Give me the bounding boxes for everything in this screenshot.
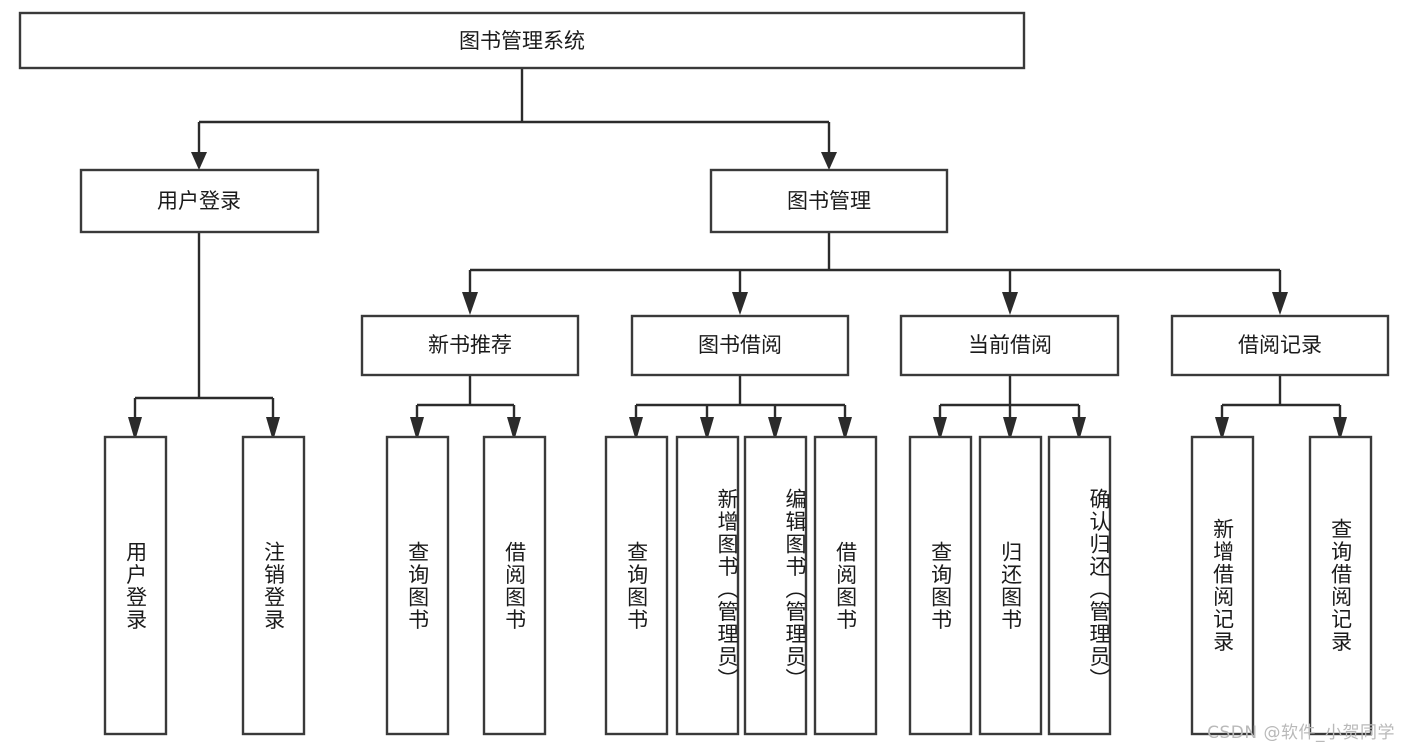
watermark-text: CSDN @软件_小贺同学 xyxy=(1207,723,1395,743)
leaf-label-user-login-0: 用户登录 xyxy=(123,540,148,631)
arrowhead-book-borrow-leaf4 xyxy=(838,417,852,441)
leaf-box-current-borrow-1[interactable] xyxy=(978,435,1043,736)
arrowhead-current-borrow xyxy=(1002,292,1018,315)
node-borrow-record[interactable]: 借阅记录 xyxy=(1170,314,1390,377)
node-user-login-label: 用户登录 xyxy=(157,189,241,213)
leaf-label-book-borrow-1: 新增图书（管理员） xyxy=(715,488,739,691)
leaf-label-borrow-record-1: 查询借阅记录 xyxy=(1328,518,1353,653)
arrowhead-current-borrow-leaf2 xyxy=(1003,417,1017,441)
node-current-borrow-label: 当前借阅 xyxy=(968,333,1052,357)
arrowhead-new-book xyxy=(462,292,478,315)
leaf-box-borrow-record-1[interactable] xyxy=(1308,435,1373,736)
connector-group-book-mgmt xyxy=(462,232,1288,315)
node-user-login-box[interactable] xyxy=(79,168,320,234)
leaf-label-book-borrow-2: 编辑图书（管理员） xyxy=(783,488,807,691)
leaf-box-book-borrow-3[interactable] xyxy=(813,435,878,736)
leaf-box-current-borrow-0[interactable] xyxy=(908,435,973,736)
arrowhead-book-borrow-leaf3 xyxy=(768,417,782,441)
arrowhead-book-borrow-leaf1 xyxy=(629,417,643,441)
arrowhead-borrow-record-leaf2 xyxy=(1333,417,1347,441)
arrowhead-user-login-leaf2 xyxy=(266,417,280,441)
node-borrow-record-box[interactable] xyxy=(1170,314,1390,377)
leaf-label-current-borrow-0: 查询图书 xyxy=(928,540,953,631)
arrowhead-new-book-leaf2 xyxy=(507,417,521,441)
leaf-box-new-book-1[interactable] xyxy=(482,435,547,736)
arrowhead-user-login-leaf1 xyxy=(128,417,142,441)
arrowhead-book-mgmt xyxy=(821,152,837,170)
node-root-box[interactable] xyxy=(18,11,1026,70)
arrowhead-current-borrow-leaf1 xyxy=(933,417,947,441)
node-book-borrow-label: 图书借阅 xyxy=(698,333,782,357)
leaf-label-borrow-record-0: 新增借阅记录 xyxy=(1210,518,1235,653)
node-user-login[interactable]: 用户登录 xyxy=(79,168,320,234)
arrowhead-user-login xyxy=(191,152,207,170)
leaf-box-book-borrow-2[interactable] xyxy=(743,435,808,736)
connector-group-user-login xyxy=(128,232,280,441)
node-borrow-record-label: 借阅记录 xyxy=(1238,333,1322,357)
node-current-borrow[interactable]: 当前借阅 xyxy=(899,314,1120,377)
connector-group-root xyxy=(191,68,837,170)
node-new-book-recommend-box[interactable] xyxy=(360,314,580,377)
leaf-box-user-login-1[interactable] xyxy=(241,435,306,736)
arrowhead-borrow-record-leaf1 xyxy=(1215,417,1229,441)
leaf-label-book-borrow-0: 查询图书 xyxy=(624,540,649,631)
leaf-label-user-login-1: 注销登录 xyxy=(261,540,286,631)
leaf-box-user-login-0[interactable] xyxy=(103,435,168,736)
connector-group-current-borrow xyxy=(933,375,1086,441)
node-book-mgmt-box[interactable] xyxy=(709,168,949,234)
leaf-box-book-borrow-1[interactable] xyxy=(675,435,740,736)
leaf-label-new-book-1: 借阅图书 xyxy=(502,540,527,631)
leaf-boxes-borrow-record xyxy=(1190,435,1373,736)
node-book-mgmt[interactable]: 图书管理 xyxy=(709,168,949,234)
arrowhead-new-book-leaf1 xyxy=(410,417,424,441)
node-current-borrow-box[interactable] xyxy=(899,314,1120,377)
leaf-box-new-book-0[interactable] xyxy=(385,435,450,736)
leaf-label-current-borrow-1: 归还图书 xyxy=(998,540,1023,631)
connector-group-borrow-record xyxy=(1215,375,1347,441)
leaf-label-book-borrow-3: 借阅图书 xyxy=(833,540,858,631)
arrowhead-book-borrow-leaf2 xyxy=(700,417,714,441)
node-root[interactable]: 图书管理系统 xyxy=(18,11,1026,70)
node-new-book-recommend-label: 新书推荐 xyxy=(428,333,512,357)
leaf-boxes-book-borrow xyxy=(604,435,878,736)
arrowhead-borrow-record xyxy=(1272,292,1288,315)
arrowhead-current-borrow-leaf3 xyxy=(1072,417,1086,441)
node-book-borrow[interactable]: 图书借阅 xyxy=(630,314,850,377)
arrowhead-book-borrow xyxy=(732,292,748,315)
node-new-book-recommend[interactable]: 新书推荐 xyxy=(360,314,580,377)
connector-group-book-borrow xyxy=(629,375,852,441)
leaf-boxes-current-borrow xyxy=(908,435,1112,736)
leaf-box-current-borrow-2[interactable] xyxy=(1047,435,1112,736)
node-book-mgmt-label: 图书管理 xyxy=(787,189,871,213)
leaf-box-book-borrow-0[interactable] xyxy=(604,435,669,736)
leaf-label-new-book-0: 查询图书 xyxy=(405,540,430,631)
leaf-label-current-borrow-2: 确认归还（管理员） xyxy=(1087,488,1111,691)
node-root-label: 图书管理系统 xyxy=(459,29,585,53)
node-book-borrow-box[interactable] xyxy=(630,314,850,377)
leaf-boxes-user-login xyxy=(103,435,306,736)
leaf-boxes-new-book-recommend xyxy=(385,435,547,736)
connector-group-new-book xyxy=(410,375,521,441)
leaf-box-borrow-record-0[interactable] xyxy=(1190,435,1255,736)
